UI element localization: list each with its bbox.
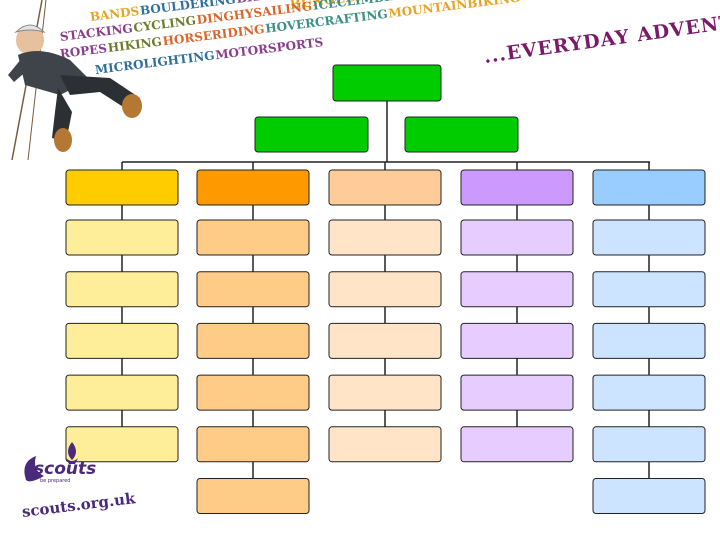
column-member-box bbox=[197, 427, 309, 462]
scouts-strapline: be prepared bbox=[40, 478, 70, 484]
column-member-box bbox=[593, 479, 705, 514]
column-member-box bbox=[329, 323, 441, 358]
column-member-box bbox=[461, 272, 573, 307]
second-level-box bbox=[405, 117, 518, 152]
column-member-box bbox=[593, 375, 705, 410]
column-member-box bbox=[329, 427, 441, 462]
column-member-box bbox=[593, 220, 705, 255]
second-level-box bbox=[255, 117, 368, 152]
column-header-box bbox=[593, 170, 705, 205]
column-member-box bbox=[461, 323, 573, 358]
column-member-box bbox=[197, 479, 309, 514]
column-member-box bbox=[461, 427, 573, 462]
column-member-box bbox=[329, 375, 441, 410]
column-member-box bbox=[197, 272, 309, 307]
column-member-box bbox=[197, 220, 309, 255]
column-member-box bbox=[66, 375, 178, 410]
column-member-box bbox=[593, 272, 705, 307]
column-member-box bbox=[66, 220, 178, 255]
top-position-box bbox=[333, 65, 441, 101]
column-member-box bbox=[329, 220, 441, 255]
column-member-box bbox=[197, 375, 309, 410]
column-header-box bbox=[197, 170, 309, 205]
column-member-box bbox=[66, 323, 178, 358]
column-member-box bbox=[329, 272, 441, 307]
column-member-box bbox=[197, 323, 309, 358]
column-member-box bbox=[593, 427, 705, 462]
column-member-box bbox=[593, 323, 705, 358]
column-header-box bbox=[66, 170, 178, 205]
column-member-box bbox=[66, 272, 178, 307]
column-member-box bbox=[461, 375, 573, 410]
column-header-box bbox=[329, 170, 441, 205]
column-header-box bbox=[461, 170, 573, 205]
column-member-box bbox=[461, 220, 573, 255]
scouts-logo-text: scouts bbox=[34, 459, 96, 479]
